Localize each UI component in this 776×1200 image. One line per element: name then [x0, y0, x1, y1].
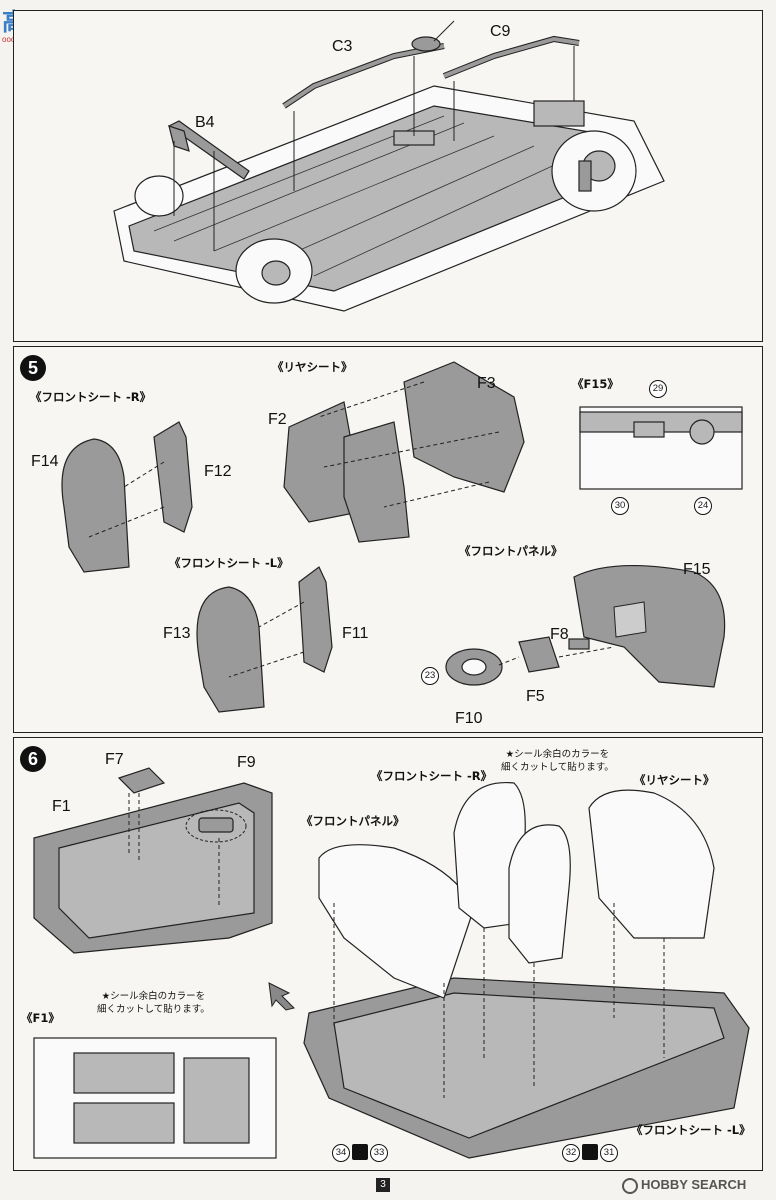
decal-24: 24 — [694, 497, 712, 515]
f13-seat — [196, 586, 265, 713]
front-seat-l-6 — [508, 824, 571, 964]
decal-23: 23 — [421, 667, 439, 685]
step4-panel: C3 C9 B4 — [13, 10, 763, 342]
chassis-illustration — [113, 20, 665, 312]
part-label-f13: F13 — [163, 625, 191, 642]
step6-illustration — [33, 767, 750, 1159]
rear-seat-6 — [588, 789, 715, 939]
part-label-f1: F1 — [52, 798, 71, 815]
rear-seat-title: 《リヤシート》 — [272, 360, 353, 374]
f3-panel — [403, 361, 525, 493]
front-seat-l-title: 《フロントシート -L》 — [169, 556, 289, 570]
f7-part — [117, 767, 166, 794]
front-panel-6 — [318, 844, 475, 999]
f8-part — [568, 638, 590, 650]
step5-panel: 5 《フロントシート -R》 《リヤシート》 《F15》 — [13, 346, 763, 733]
front-seat-l-title-6: 《フロントシート -L》 — [631, 1123, 751, 1137]
hobby-search-watermark: HOBBY SEARCH — [622, 1177, 746, 1194]
f15-dashboard — [573, 564, 726, 688]
part-label-f2: F2 — [268, 411, 287, 428]
front-seat-r-title: 《フロントシート -R》 — [30, 390, 152, 404]
color-dot-icon — [352, 1144, 368, 1160]
color-dot-icon — [582, 1144, 598, 1160]
f5-column — [518, 636, 560, 673]
part-label-f14: F14 — [31, 453, 59, 470]
part-label-f10: F10 — [455, 710, 483, 727]
note-line1: ★シール余白のカラーを — [505, 749, 610, 760]
part-label-c3: C3 — [332, 38, 353, 55]
note-f1-line1: ★シール余白のカラーを — [101, 991, 206, 1002]
note-f1-line2: 細くカットして貼ります。 — [97, 1004, 210, 1015]
decal-30: 30 — [611, 497, 629, 515]
step-number-5: 5 — [20, 355, 46, 381]
note-line2: 細くカットして貼ります。 — [501, 762, 614, 773]
sticker-note-f1: ★シール余白のカラーを 細くカットして貼ります。 — [97, 990, 210, 1016]
f11-panel — [298, 566, 333, 673]
front-panel-title-6: 《フロントパネル》 — [301, 814, 405, 828]
hobby-search-logo-icon — [622, 1177, 638, 1194]
step5-illustration — [61, 361, 743, 713]
part-label-b4: B4 — [195, 114, 215, 131]
decal-34: 34 — [332, 1144, 350, 1162]
hobby-search-text: HOBBY SEARCH — [641, 1177, 747, 1192]
part-label-f5: F5 — [526, 688, 545, 705]
part-label-f11: F11 — [342, 625, 369, 642]
page-number: 3 — [376, 1178, 390, 1192]
f14-seat — [61, 438, 130, 573]
f12-panel — [153, 421, 193, 533]
sticker-note-top: ★シール余白のカラーを 細くカットして貼ります。 — [501, 748, 614, 774]
decal-32: 32 — [562, 1144, 580, 1162]
part-label-f8: F8 — [550, 626, 569, 643]
part-label-f3: F3 — [477, 375, 496, 392]
part-label-c9: C9 — [490, 23, 511, 40]
part-label-f7: F7 — [105, 751, 124, 768]
part-label-f9: F9 — [237, 754, 256, 771]
front-panel-title: 《フロントパネル》 — [459, 544, 563, 558]
part-label-f15: F15 — [683, 561, 711, 578]
f9-part — [198, 817, 234, 833]
step6-panel: 6 F7 F9 F1 ★シール余白のカラーを 細くカットして貼ります。 《フロン… — [13, 737, 763, 1171]
decal-31: 31 — [600, 1144, 618, 1162]
decal-29: 29 — [649, 380, 667, 398]
rear-seat-title-6: 《リヤシート》 — [634, 773, 715, 787]
decal-33: 33 — [370, 1144, 388, 1162]
step-number-6: 6 — [20, 746, 46, 772]
front-seat-r-title-6: 《フロントシート -R》 — [371, 769, 493, 783]
f1-inset-title: 《F1》 — [21, 1011, 60, 1025]
f15-inset-title: 《F15》 — [572, 377, 619, 391]
part-label-f12: F12 — [204, 463, 232, 480]
